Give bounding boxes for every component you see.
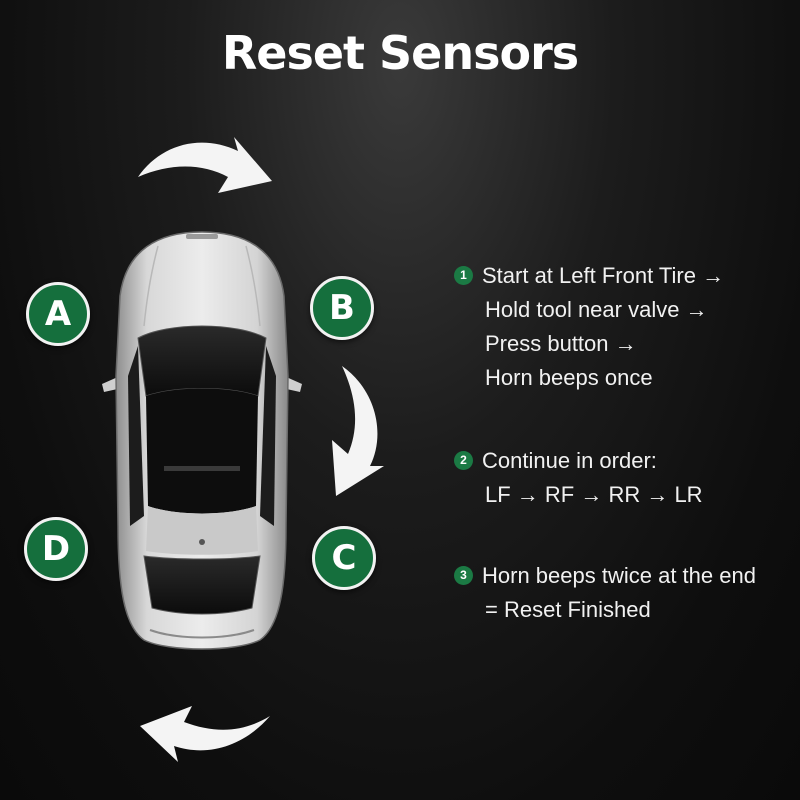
- step-number-badge: 2: [454, 450, 473, 470]
- step-line: 2 Continue in order:: [454, 444, 703, 478]
- step-2: 2 Continue in order: LF → RF → RR → LR: [454, 444, 703, 512]
- step-line: 1 Start at Left Front Tire →: [454, 259, 724, 293]
- step-text: Horn beeps twice at the end: [482, 563, 756, 588]
- step-text: Hold tool near valve →: [485, 297, 708, 322]
- step-line: 3 Horn beeps twice at the end: [454, 559, 756, 593]
- step-text: Press button →: [485, 331, 637, 356]
- curved-arrow-bottom-icon: [140, 706, 270, 762]
- step-text: Start at Left Front Tire →: [482, 263, 725, 288]
- curved-arrow-right-icon: [332, 366, 384, 496]
- step-number-badge: 1: [454, 265, 473, 285]
- badge-b: B: [310, 276, 374, 340]
- badge-c: C: [312, 526, 376, 590]
- step-text: Horn beeps once: [485, 365, 653, 390]
- page-title: Reset Sensors: [221, 26, 579, 80]
- step-number-badge: 3: [454, 565, 473, 585]
- step-text: Continue in order:: [482, 448, 657, 473]
- step-text: = Reset Finished: [485, 597, 651, 622]
- curved-arrow-top-icon: [138, 137, 272, 193]
- step-3: 3 Horn beeps twice at the end = Reset Fin…: [454, 559, 756, 627]
- step-text: LF → RF → RR → LR: [485, 482, 703, 507]
- badge-a: A: [26, 282, 90, 346]
- step-1: 1 Start at Left Front Tire → Hold tool ne…: [454, 259, 724, 395]
- badge-d: D: [24, 517, 88, 581]
- car-top-view-icon: [102, 231, 302, 650]
